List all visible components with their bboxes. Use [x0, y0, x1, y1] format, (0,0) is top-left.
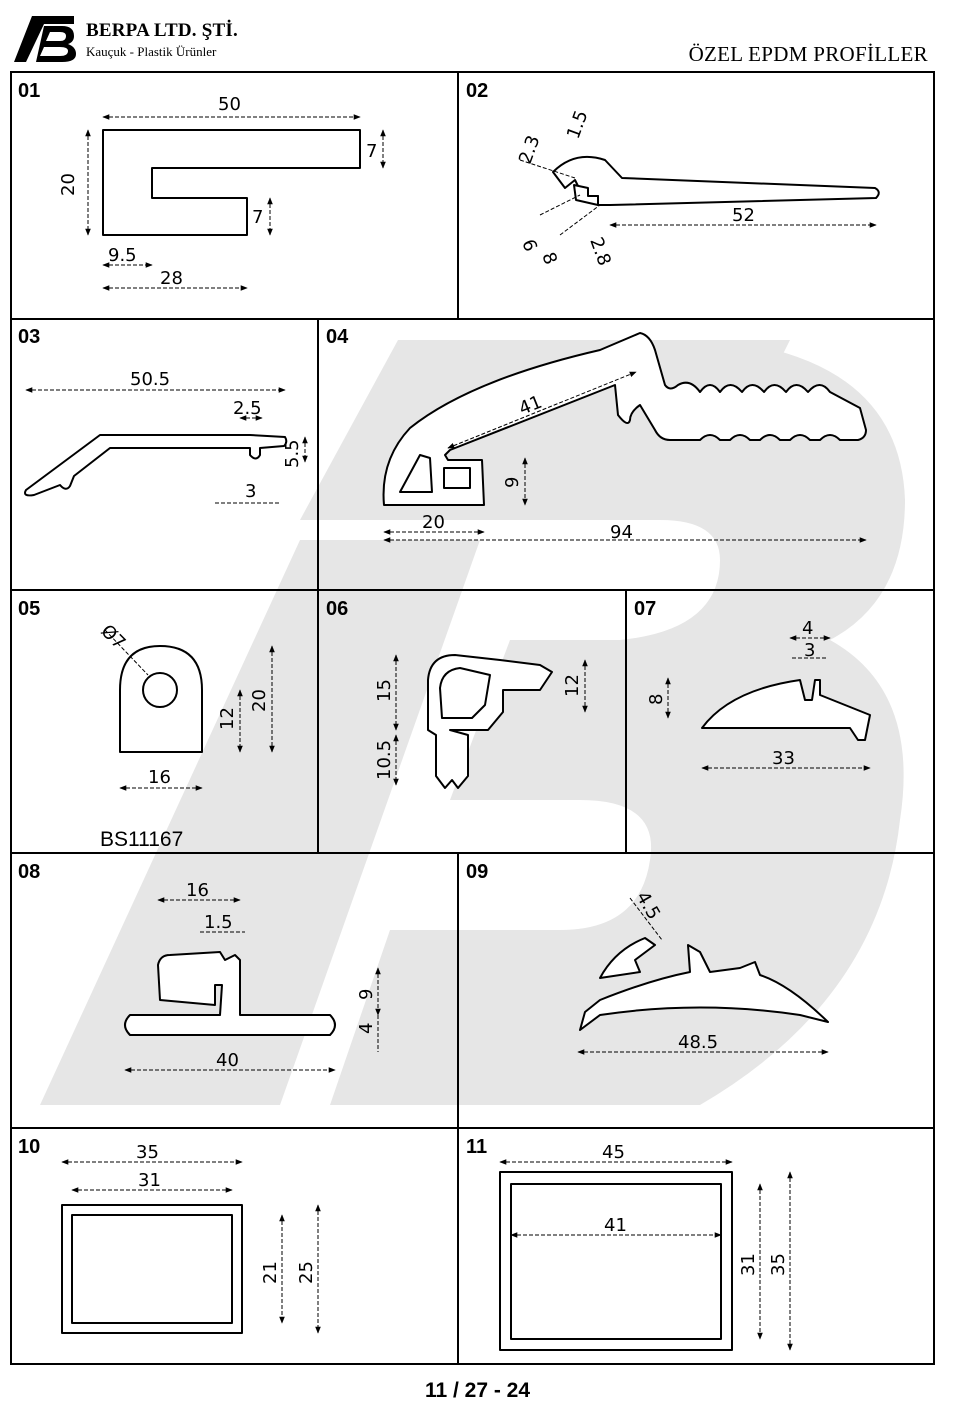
profile-number: 06 [326, 598, 349, 620]
dimension-label: 12 [562, 674, 583, 697]
dimension-label: 31 [738, 1253, 759, 1276]
dimension-label: 16 [148, 767, 171, 788]
profile-09-shape [579, 944, 829, 1031]
dimension-label: 35 [768, 1253, 789, 1276]
profile-number: 09 [466, 861, 489, 883]
company-name: BERPA LTD. ŞTİ. [86, 20, 238, 41]
dimension-label: 9 [356, 989, 377, 1000]
profile-number: 11 [466, 1136, 488, 1158]
dimension-label: 35 [136, 1142, 159, 1163]
company-tagline: Kauçuk - Plastik Ürünler [86, 44, 217, 59]
profile-08-shape [124, 951, 336, 1036]
dimension-label: 25 [296, 1261, 317, 1284]
dimension-label: 15 [374, 679, 395, 702]
dimension-label: 9 [502, 477, 523, 488]
dimension-label: 21 [260, 1261, 281, 1284]
profile-01-shape [102, 129, 361, 236]
dimension-label: 12 [217, 707, 238, 730]
dimension-label: 4.5 [632, 888, 665, 923]
dimension-label: 45 [602, 1142, 625, 1163]
dimension-label: 6 [517, 237, 541, 255]
dimension-label: 5.5 [282, 439, 303, 468]
dimension-label: 41 [604, 1215, 627, 1236]
dimension-label: 52 [732, 205, 755, 226]
profile-number: 01 [18, 80, 41, 102]
page-title: ÖZEL EPDM PROFİLLER [688, 42, 928, 66]
dimension-label: 50.5 [130, 369, 170, 390]
dimension-label: 31 [138, 1170, 161, 1191]
profile-07-shape [701, 679, 871, 741]
dimension-label: 4 [356, 1023, 377, 1034]
profile-number: 08 [18, 861, 41, 883]
dimension-label: 4 [802, 618, 813, 639]
berpa-logo-icon [14, 16, 76, 62]
dimension-label: 1.5 [563, 108, 593, 142]
dimension-label: 2.5 [233, 398, 262, 419]
page-number: 11 / 27 - 24 [424, 1379, 531, 1402]
dimension-label: 8 [537, 250, 561, 268]
profile-number: 05 [18, 598, 41, 620]
dimension-label: 3 [245, 481, 256, 502]
dimension-label: 94 [610, 522, 633, 543]
profile-number: 07 [634, 598, 657, 620]
dimension-label: 20 [422, 512, 445, 533]
profile-code: BS11167 [100, 828, 184, 851]
dimension-label: 33 [772, 748, 795, 769]
profile-number: 04 [326, 326, 349, 348]
profile-03-shape [24, 434, 288, 497]
dimension-label: 2.8 [585, 235, 615, 269]
dimension-label: Ø7 [96, 621, 129, 654]
dimension-label: 10.5 [374, 740, 395, 780]
dimension-label: 3 [804, 640, 815, 661]
dimension-label: 7 [252, 207, 263, 228]
dimension-label: 48.5 [678, 1032, 718, 1053]
profile-number: 10 [18, 1136, 41, 1158]
dimension-label: 28 [160, 268, 183, 289]
profile-number: 03 [18, 326, 41, 348]
profile-number: 02 [466, 80, 489, 102]
dimension-label: 7 [366, 141, 377, 162]
dimension-label: 40 [216, 1050, 239, 1071]
profile-02-shape [552, 156, 880, 206]
dimension-label: 50 [218, 94, 241, 115]
dimension-label: 9.5 [108, 245, 137, 266]
dimension-label: 20 [249, 689, 270, 712]
dimension-label: 16 [186, 880, 209, 901]
dimension-label: 20 [58, 173, 79, 196]
dimension-label: 2.3 [515, 133, 545, 167]
dimension-label: 1.5 [204, 912, 233, 933]
dimension-label: 8 [646, 694, 667, 705]
